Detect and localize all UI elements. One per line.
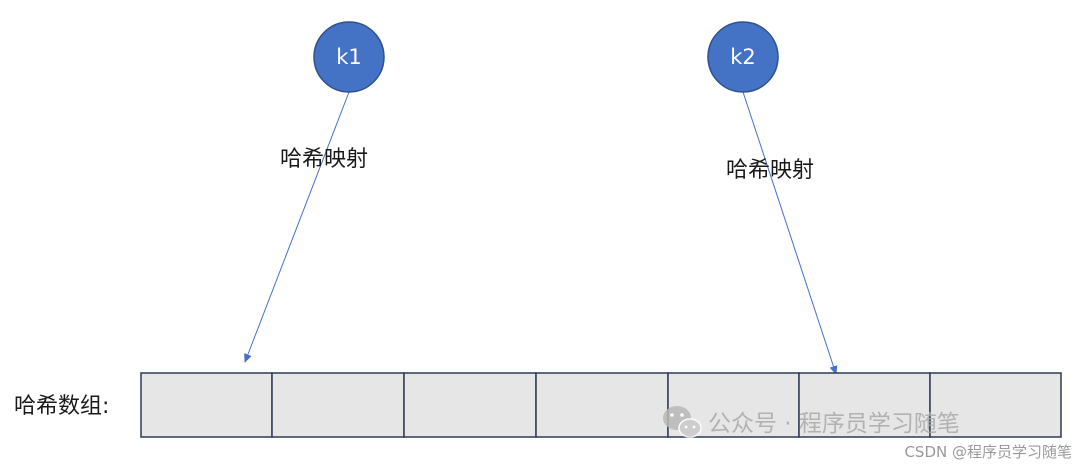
watermark-text: 公众号 · 程序员学习随笔 [708, 411, 960, 437]
key-label-k1: k1 [336, 45, 362, 69]
mapping-label-k1: 哈希映射 [280, 147, 368, 172]
key-label-k2: k2 [730, 45, 756, 69]
hash-array-label: 哈希数组: [14, 394, 109, 419]
array-slot [271, 372, 405, 438]
mapping-label-k2: 哈希映射 [726, 158, 814, 183]
mapping-arrow-k2 [742, 91, 838, 375]
csdn-credit: CSDN @程序员学习随笔 [904, 443, 1072, 461]
wechat-icon [663, 406, 702, 438]
mapping-arrow-k1 [244, 91, 350, 363]
array-slot [929, 372, 1062, 438]
key-node-k2: k2 [707, 21, 779, 93]
array-slot [140, 372, 273, 438]
array-slot [403, 372, 537, 438]
watermark: 公众号 · 程序员学习随笔 [663, 406, 960, 438]
hash-array [140, 372, 1062, 438]
key-node-k1: k1 [313, 21, 385, 93]
array-slot [535, 372, 669, 438]
array-slot [798, 372, 931, 438]
